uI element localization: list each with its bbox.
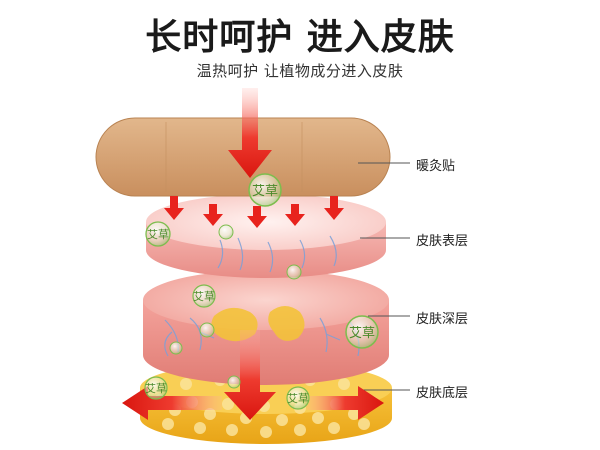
herb-bubble: 艾草: [248, 173, 282, 207]
herb-bubbles: 艾草 艾草 艾草 艾草 艾草 艾草: [144, 173, 379, 410]
herb-label: 艾草: [287, 392, 309, 405]
herb-label: 艾草: [145, 382, 167, 395]
page-subtitle: 温热呵护 让植物成分进入皮肤: [196, 62, 404, 80]
herb-bubble: 艾草: [286, 386, 310, 410]
herb-bubble: [218, 224, 234, 240]
herb-label: 艾草: [147, 228, 169, 241]
herb-bubble: 艾草: [345, 315, 379, 349]
epidermis-layer: [146, 194, 386, 278]
label-dermis: 皮肤深层: [416, 312, 469, 327]
page-title: 长时呵护 进入皮肤: [145, 17, 455, 58]
leader-lines: [358, 162, 410, 391]
label-subcutis: 皮肤底层: [416, 386, 469, 401]
herb-bubble: [286, 264, 302, 280]
herb-label: 艾草: [349, 326, 375, 341]
herb-bubble: [199, 322, 215, 338]
herb-bubble: 艾草: [144, 376, 168, 400]
herb-bubble: 艾草: [192, 284, 216, 308]
herb-bubble: [169, 341, 183, 355]
herb-bubble: [227, 375, 241, 389]
label-patch: 暖灸贴: [416, 159, 456, 174]
herb-label: 艾草: [193, 290, 215, 303]
herb-bubble: 艾草: [145, 221, 171, 247]
herb-label: 艾草: [252, 184, 278, 199]
label-epidermis: 皮肤表层: [416, 234, 469, 249]
heat-arrows: [122, 88, 384, 420]
